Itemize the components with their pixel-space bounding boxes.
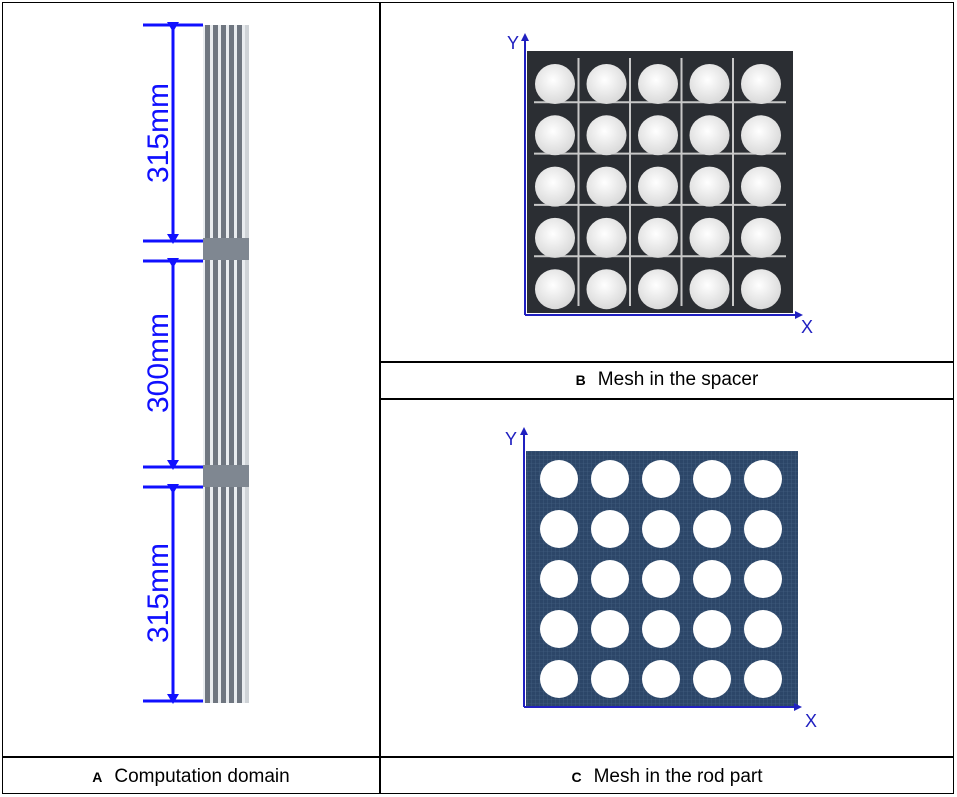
x-axis-label-c: X bbox=[805, 711, 817, 731]
rod-part-rod-hole bbox=[693, 560, 731, 598]
spacer-rod-hole bbox=[638, 64, 678, 104]
spacer-rod-hole bbox=[586, 115, 627, 156]
spacer-mesh-drawing: Y X bbox=[507, 33, 813, 337]
caption-b-letter: B bbox=[575, 372, 586, 388]
spacer-grid-lower bbox=[203, 465, 249, 487]
dimension-label-middle: 300mm bbox=[142, 313, 175, 413]
rod-part-rod-hole bbox=[591, 560, 629, 598]
rod-part-rod-hole bbox=[642, 510, 680, 548]
y-axis-label-b: Y bbox=[507, 33, 519, 53]
caption-b: B Mesh in the spacer bbox=[379, 362, 955, 398]
spacer-rod-hole bbox=[638, 269, 678, 310]
rod-part-rod-hole bbox=[642, 660, 680, 698]
rod-part-rod-hole bbox=[744, 560, 782, 598]
caption-c: C Mesh in the rod part bbox=[379, 758, 955, 795]
rod-part-rod-hole bbox=[591, 660, 629, 698]
rod-part-rod-hole bbox=[693, 460, 731, 498]
computation-domain-drawing: 315mm 300mm 315mm bbox=[142, 22, 249, 704]
dimension-label-bottom: 315mm bbox=[142, 543, 175, 643]
divider-b-caption-bottom bbox=[379, 398, 953, 400]
rod-part-rod-hole bbox=[693, 660, 731, 698]
spacer-grid-upper bbox=[203, 238, 249, 260]
spacer-rod-hole bbox=[638, 217, 678, 258]
spacer-rod-hole bbox=[535, 217, 575, 258]
spacer-rod-hole bbox=[741, 166, 781, 207]
caption-c-text: Mesh in the rod part bbox=[593, 765, 763, 787]
rod-part-rod-hole bbox=[591, 610, 629, 648]
rod-part-rod-hole bbox=[540, 460, 578, 498]
caption-c-letter: C bbox=[571, 768, 582, 785]
rod-part-rod-hole bbox=[744, 460, 782, 498]
rod-part-rod-hole bbox=[744, 510, 782, 548]
dimension-label-top: 315mm bbox=[142, 83, 175, 183]
y-axis-label-c: Y bbox=[505, 429, 517, 449]
x-axis-label-b: X bbox=[801, 317, 813, 337]
caption-a: A Computation domain bbox=[3, 758, 379, 795]
spacer-rod-hole bbox=[689, 64, 730, 104]
rod-part-rod-hole bbox=[540, 660, 578, 698]
divider-b-caption-top bbox=[379, 361, 953, 363]
divider-caption-row bbox=[3, 756, 953, 758]
rod-part-rod-hole bbox=[591, 510, 629, 548]
spacer-rod-hole bbox=[741, 64, 781, 104]
spacer-rod-hole bbox=[689, 217, 730, 258]
rod-part-rod-hole bbox=[642, 610, 680, 648]
rod-part-rod-hole bbox=[540, 510, 578, 548]
rod-part-rod-hole bbox=[744, 660, 782, 698]
spacer-rod-hole bbox=[741, 217, 781, 258]
rod-part-rod-hole bbox=[693, 510, 731, 548]
caption-b-text: Mesh in the spacer bbox=[597, 369, 759, 390]
panel-b: Y X bbox=[379, 3, 955, 361]
rod-bundle bbox=[203, 25, 249, 703]
panel-c: Y X bbox=[379, 399, 955, 756]
spacer-rod-hole bbox=[741, 269, 781, 310]
spacer-rod-hole bbox=[535, 269, 575, 310]
spacer-rod-hole bbox=[741, 115, 781, 156]
caption-a-text: Computation domain bbox=[114, 765, 290, 787]
spacer-rod-hole bbox=[535, 166, 575, 207]
spacer-rod-hole bbox=[638, 166, 678, 207]
spacer-rod-hole bbox=[586, 64, 627, 104]
spacer-rod-hole bbox=[586, 217, 627, 258]
rod-part-rod-hole bbox=[642, 460, 680, 498]
spacer-rod-hole bbox=[689, 166, 730, 207]
spacer-rod-hole bbox=[638, 115, 678, 156]
caption-a-letter: A bbox=[92, 768, 103, 785]
rod-part-rod-hole bbox=[540, 610, 578, 648]
spacer-rod-hole bbox=[586, 166, 627, 207]
rod-part-rod-hole bbox=[642, 560, 680, 598]
spacer-rod-hole bbox=[535, 64, 575, 104]
spacer-rod-hole bbox=[689, 269, 730, 310]
panel-a: 315mm 300mm 315mm bbox=[3, 3, 379, 756]
rod-part-rod-hole bbox=[591, 460, 629, 498]
spacer-rod-hole bbox=[535, 115, 575, 156]
rod-part-rod-hole bbox=[693, 610, 731, 648]
rod-part-rod-hole bbox=[744, 610, 782, 648]
rod-part-rod-hole bbox=[540, 560, 578, 598]
spacer-rod-hole bbox=[586, 269, 627, 310]
rod-mesh-drawing: Y X bbox=[505, 427, 817, 731]
spacer-rod-hole bbox=[689, 115, 730, 156]
